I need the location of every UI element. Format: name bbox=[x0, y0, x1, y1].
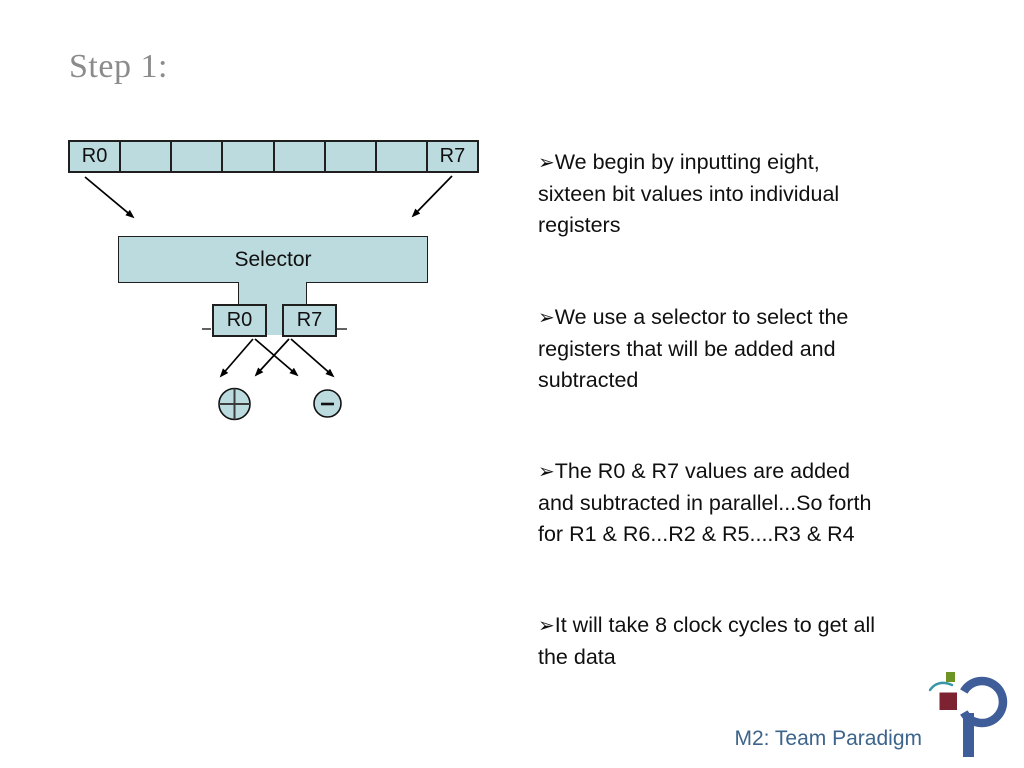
bullet-item: ➢It will take 8 clock cycles to get all … bbox=[538, 610, 1013, 673]
bullet-item: ➢The R0 & R7 values are added and subtra… bbox=[538, 456, 1013, 550]
team-paradigm-logo bbox=[928, 672, 1008, 757]
logo-p-stem bbox=[963, 713, 974, 757]
register-cell-1 bbox=[121, 142, 173, 171]
chevron-bullet-icon: ➢ bbox=[538, 615, 555, 637]
chevron-bullet-icon: ➢ bbox=[538, 461, 555, 483]
selector-tab-gap bbox=[265, 303, 284, 335]
chevron-bullet-icon: ➢ bbox=[538, 152, 555, 174]
register-cell-2 bbox=[172, 142, 224, 171]
register-row: R0 R7 bbox=[68, 140, 479, 173]
chevron-bullet-icon: ➢ bbox=[538, 307, 555, 329]
selected-register-r7: R7 bbox=[282, 304, 337, 337]
arrow-r7-to-adder bbox=[254, 338, 290, 377]
register-cell-5 bbox=[326, 142, 377, 171]
arrow-r7-to-selector bbox=[411, 175, 453, 218]
selector-label: Selector bbox=[234, 247, 312, 271]
slide-title: Step 1: bbox=[69, 48, 168, 85]
logo-maroon-square bbox=[939, 692, 957, 710]
register-cell-4 bbox=[275, 142, 326, 171]
logo-teal-swoosh bbox=[928, 681, 954, 692]
selected-register-r0: R0 bbox=[212, 304, 267, 337]
register-cell-7: R7 bbox=[439, 145, 466, 167]
bullet-line: the data bbox=[538, 645, 616, 669]
bullet-line: We use a selector to select the bbox=[554, 305, 849, 329]
arrow-r0-to-adder bbox=[219, 338, 254, 378]
logo-p-bowl bbox=[960, 676, 1008, 728]
arrow-r7-to-subtractor bbox=[290, 338, 335, 378]
bullet-line: We begin by inputting eight, bbox=[554, 150, 820, 174]
register-cell-0: R0 bbox=[70, 142, 122, 171]
bullet-line: for R1 & R6...R2 & R5....R3 & R4 bbox=[538, 522, 855, 546]
subtractor-minus-circle-icon bbox=[313, 389, 342, 418]
register-cell-6 bbox=[377, 142, 428, 171]
bullet-line: registers bbox=[538, 213, 621, 237]
footer-label: M2: Team Paradigm bbox=[734, 727, 922, 750]
arrow-r0-to-selector bbox=[84, 176, 135, 219]
selector-tab bbox=[238, 282, 307, 305]
bullet-line: sixteen bit values into individual bbox=[538, 182, 840, 206]
register-cell-3 bbox=[223, 142, 275, 171]
bullet-line: The R0 & R7 values are added bbox=[554, 459, 850, 483]
bullet-line: It will take 8 clock cycles to get all bbox=[554, 613, 875, 637]
bullet-item: ➢We use a selector to select the registe… bbox=[538, 302, 1013, 396]
bullet-line: subtracted bbox=[538, 368, 639, 392]
bullet-line: and subtracted in parallel...So forth bbox=[538, 491, 872, 515]
adder-plus-circle-icon bbox=[218, 387, 251, 421]
arrow-r0-to-subtractor bbox=[254, 338, 299, 377]
bullet-item: ➢We begin by inputting eight, sixteen bi… bbox=[538, 147, 1013, 241]
logo-green-square bbox=[946, 672, 955, 682]
selector-box: Selector bbox=[118, 236, 428, 283]
bullet-line: registers that will be added and bbox=[538, 337, 836, 361]
